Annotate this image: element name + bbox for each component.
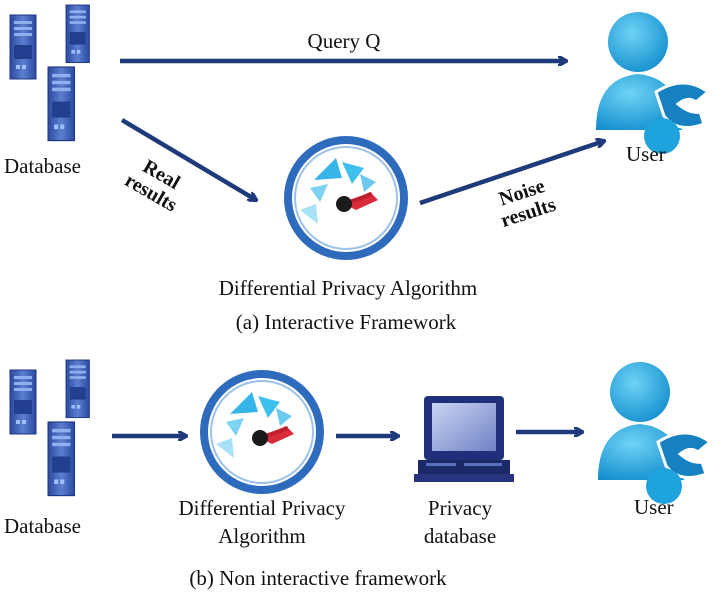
real-results-arrow [120,118,256,200]
noninteractive-user-icon [596,360,712,506]
interactive-privacy-dial-icon [288,140,404,256]
query-label: Query Q [307,29,381,53]
noninteractive-user-label: User [634,495,674,519]
interactive-database-icon [10,5,89,141]
privacy-database-line2: database [423,524,497,548]
interactive-user-label: User [626,142,666,166]
computer-terminal-icon [414,396,514,482]
noninteractive-privacy-dial-icon [204,374,320,490]
noninteractive-caption: (b) Non interactive framework [189,566,447,590]
noninteractive-algorithm-line1: Differential Privacy [178,496,346,520]
noninteractive-algorithm-line2: Algorithm [218,524,306,548]
interactive-caption: (a) Interactive Framework [235,310,457,334]
interactive-algorithm-label: Differential Privacy Algorithm [218,276,478,300]
privacy-database-line1: Privacy [427,496,493,520]
interactive-user-icon [594,10,710,156]
interactive-database-label: Database [4,154,81,178]
noise-results-arrow [419,141,604,206]
noninteractive-database-icon [10,360,89,496]
noninteractive-database-label: Database [4,514,81,538]
